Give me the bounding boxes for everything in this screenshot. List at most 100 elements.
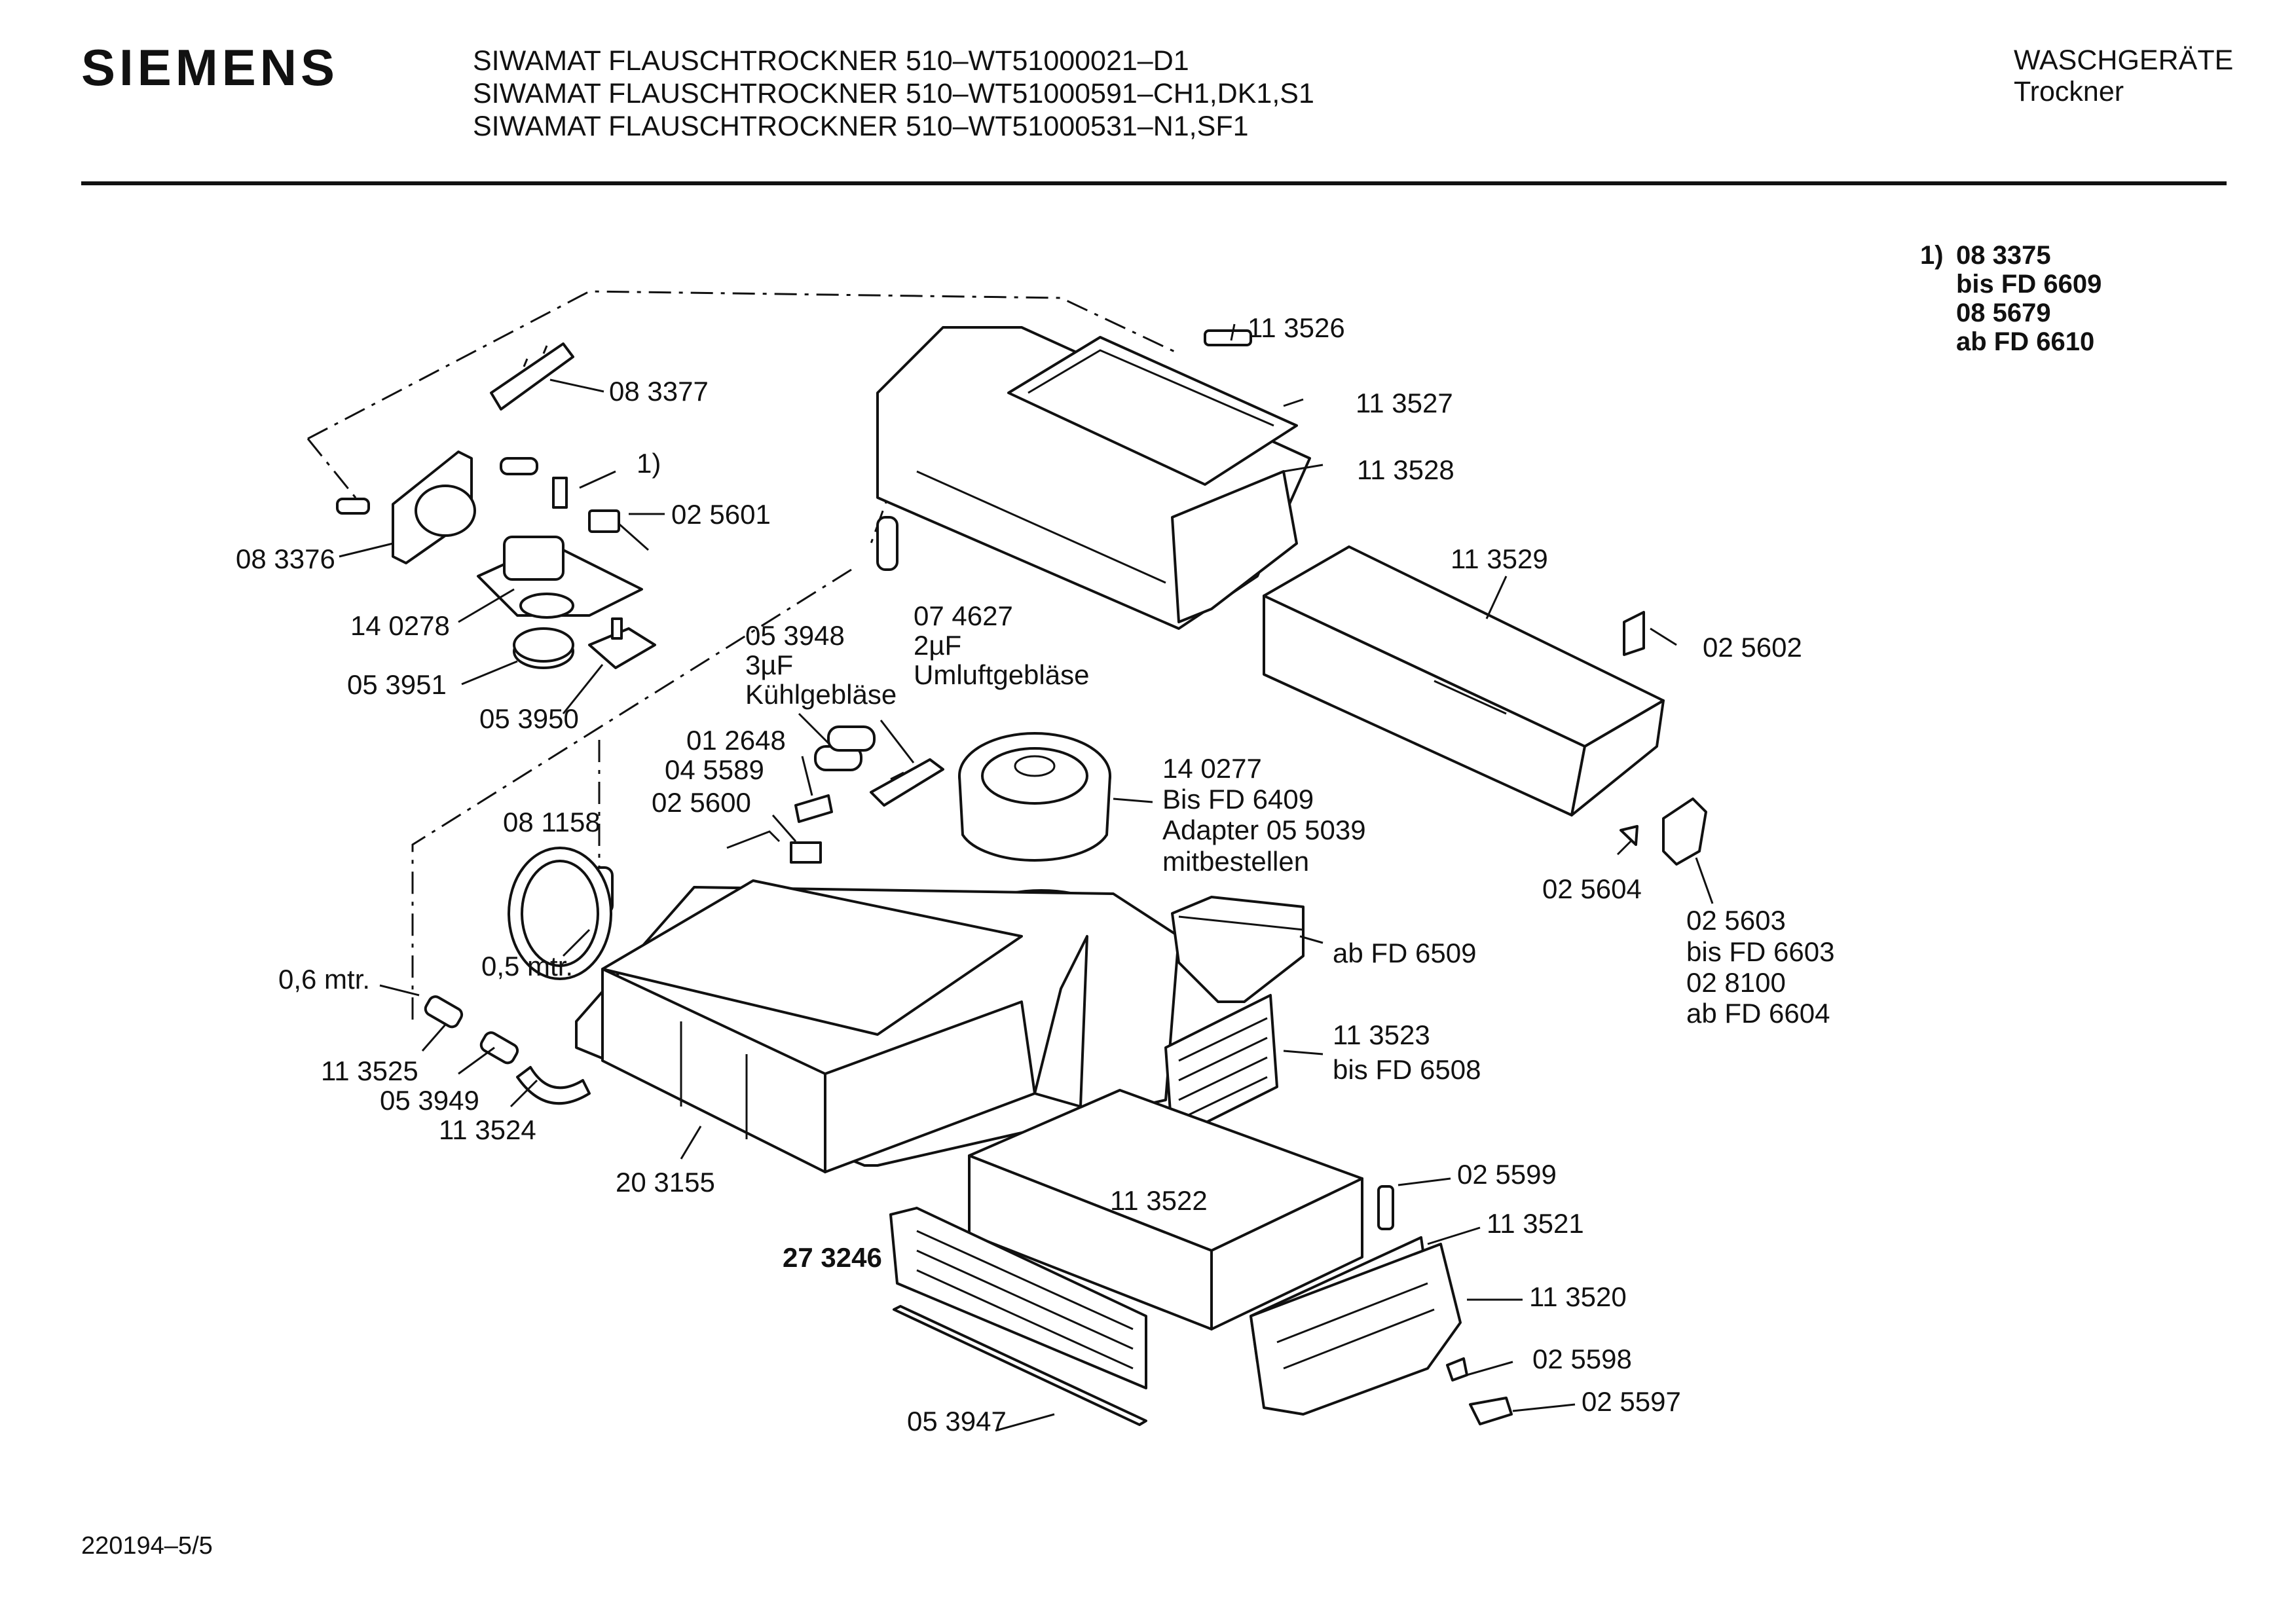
subcategory-label: Trockner <box>2014 76 2124 107</box>
label-ab-fd-6604: ab FD 6604 <box>1686 998 1830 1029</box>
label-025603: 02 5603 <box>1686 905 1786 936</box>
document-id: 220194–5/5 <box>81 1532 213 1560</box>
label-025598: 02 5598 <box>1532 1344 1632 1374</box>
label-025604: 02 5604 <box>1542 873 1642 904</box>
label-capacitor-3uf: 3µF <box>745 650 793 680</box>
label-025599: 02 5599 <box>1457 1159 1557 1190</box>
part-053947 <box>893 1305 1147 1426</box>
footnote-line: ab FD 6610 <box>1956 327 2095 356</box>
label-140278: 14 0278 <box>350 610 450 641</box>
part-083377 <box>490 342 574 411</box>
model-title-block: SIWAMAT FLAUSCHTROCKNER 510–WT51000021–D… <box>473 45 1314 143</box>
label-113522: 11 3522 <box>1110 1185 1208 1216</box>
label-203155: 20 3155 <box>616 1167 715 1198</box>
label-113525: 11 3525 <box>321 1055 418 1086</box>
leader-lines <box>339 323 1714 1432</box>
label-bis-fd-6603: bis FD 6603 <box>1686 936 1834 967</box>
part-025603 <box>1662 797 1707 866</box>
hose-part <box>591 516 898 915</box>
assembly-guide-line <box>307 290 1179 440</box>
label-045589: 04 5589 <box>665 754 764 785</box>
label-length-05m: 0,5 mtr. <box>481 951 573 981</box>
part-113525 <box>424 995 464 1029</box>
label-012648: 01 2648 <box>686 725 786 756</box>
label-053950: 05 3950 <box>479 703 579 734</box>
part-113529 <box>1263 545 1665 816</box>
model-title-line: SIWAMAT FLAUSCHTROCKNER 510–WT51000591–C… <box>473 78 1314 109</box>
footnote-line: 08 3375 <box>1956 241 2051 270</box>
part-113528 <box>876 326 1311 630</box>
label-053949: 05 3949 <box>380 1085 479 1116</box>
part-025598 <box>1446 1357 1468 1382</box>
part-140277 <box>958 732 1111 862</box>
assembly-guide-line <box>411 568 852 1021</box>
part-203155 <box>575 879 1180 1173</box>
part-045589 <box>794 794 833 823</box>
label-length-06m: 0,6 mtr. <box>278 964 370 995</box>
label-053948: 05 3948 <box>745 620 845 651</box>
part-025599 <box>1377 1185 1394 1230</box>
label-025600: 02 5600 <box>652 787 751 818</box>
label-113528: 11 3528 <box>1357 454 1454 485</box>
part-025600 <box>726 830 822 864</box>
label-kuehlgeblaese: Kühlgebläse <box>745 679 897 710</box>
label-074627: 07 4627 <box>914 600 1013 631</box>
label-113520: 11 3520 <box>1529 1281 1627 1312</box>
footnote: 1) 08 3375 bis FD 6609 08 5679 ab FD 661… <box>1920 241 2102 356</box>
part-081158 <box>508 847 612 980</box>
footnote-mark: 1) <box>1920 241 1944 270</box>
footnote-line: bis FD 6609 <box>1956 270 2102 299</box>
label-028100: 02 8100 <box>1686 967 1786 998</box>
label-083376: 08 3376 <box>236 543 335 574</box>
category-block: WASCHGERÄTE Trockner <box>2014 45 2233 107</box>
label-083377: 08 3377 <box>609 376 709 407</box>
part-113520 <box>1250 1243 1462 1416</box>
label-adapter: Adapter 05 5039 <box>1162 815 1366 845</box>
model-title-line: SIWAMAT FLAUSCHTROCKNER 510–WT51000531–N… <box>473 111 1249 142</box>
part-083376 <box>336 450 568 564</box>
part-113526 <box>1204 329 1252 346</box>
label-capacitor-2uf: 2µF <box>914 630 961 661</box>
label-081158: 08 1158 <box>503 807 601 837</box>
label-ab-fd-6509: ab FD 6509 <box>1333 938 1476 968</box>
part-140278 <box>477 536 643 619</box>
label-053947: 05 3947 <box>907 1406 1007 1437</box>
category-label: WASCHGERÄTE <box>2014 45 2234 76</box>
footnote-line: 08 5679 <box>1956 299 2051 327</box>
label-140277: 14 0277 <box>1162 753 1262 784</box>
part-025604 <box>1620 825 1639 846</box>
part-025602 <box>1623 611 1645 656</box>
brand-logo: SIEMENS <box>81 39 339 96</box>
label-113521: 11 3521 <box>1487 1208 1584 1239</box>
label-273246: 27 3246 <box>783 1242 882 1273</box>
label-bis-fd-6409: Bis FD 6409 <box>1162 784 1314 815</box>
part-113527 <box>1007 336 1298 486</box>
label-053951: 05 3951 <box>347 669 447 700</box>
part-074627 <box>870 758 944 807</box>
part-113522 <box>968 1089 1363 1330</box>
model-title-line: SIWAMAT FLAUSCHTROCKNER 510–WT51000021–D… <box>473 45 1189 77</box>
label-025601: 02 5601 <box>671 499 771 530</box>
assembly-guide-line <box>306 438 365 508</box>
label-113529: 11 3529 <box>1451 543 1548 574</box>
part-113524 <box>516 1066 591 1105</box>
part-025597 <box>1469 1397 1513 1425</box>
part-273246 <box>889 1207 1147 1389</box>
label-note1: 1) <box>637 448 661 479</box>
part-025601 <box>588 509 649 551</box>
part-053950 <box>588 617 656 669</box>
header-divider <box>81 181 2227 185</box>
label-mitbestellen: mitbestellen <box>1162 846 1309 877</box>
label-bis-fd-6508: bis FD 6508 <box>1333 1054 1481 1085</box>
part-053949 <box>479 1031 519 1065</box>
bowl-part <box>1171 896 1305 1003</box>
label-113523: 11 3523 <box>1333 1019 1430 1050</box>
label-025602: 02 5602 <box>1703 632 1802 663</box>
label-113524: 11 3524 <box>439 1114 536 1145</box>
part-053951 <box>513 627 574 669</box>
label-113527: 11 3527 <box>1356 388 1453 418</box>
part-053948 <box>814 725 876 771</box>
label-025597: 02 5597 <box>1582 1386 1681 1417</box>
label-113526: 11 3526 <box>1248 312 1345 343</box>
